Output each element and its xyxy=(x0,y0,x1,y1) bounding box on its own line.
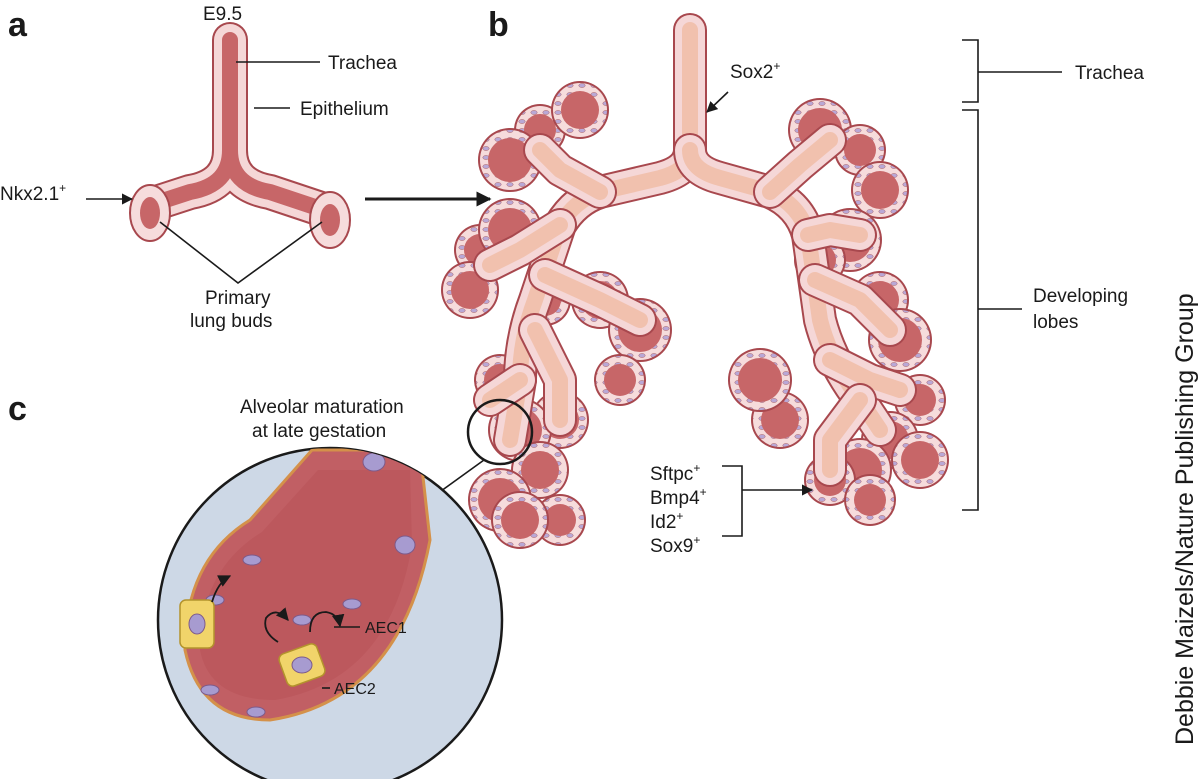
epithelium-label: Epithelium xyxy=(300,99,389,120)
primary-bud-tube xyxy=(129,22,351,249)
sox2-arrow xyxy=(706,91,729,113)
panel-letter-c: c xyxy=(8,390,27,428)
trachea-label-a: Trachea xyxy=(328,53,397,74)
marker-sox9: Sox9+ xyxy=(650,533,700,557)
distal-marker-list: Sftpc+ Bmp4+ Id2+ Sox9+ xyxy=(650,461,814,557)
lung-buds-label-line1: Primary xyxy=(205,288,271,309)
lung-buds-label-line2: lung buds xyxy=(190,311,272,332)
lung-buds-leader xyxy=(159,221,323,285)
lobes-label-line2: lobes xyxy=(1033,312,1078,333)
panel-letter-b: b xyxy=(488,6,509,44)
panel-a: a E9.5 Trachea Epithelium Nkx2.1+ Primar… xyxy=(0,4,397,332)
trachea-bracket xyxy=(962,39,979,103)
marker-id2: Id2+ xyxy=(650,509,683,533)
sox2-label: Sox2+ xyxy=(730,59,780,83)
magnifier-circle xyxy=(466,398,534,466)
aec1-label: AEC1 xyxy=(365,620,407,637)
alveolus-contents xyxy=(179,448,432,722)
aec2-label: AEC2 xyxy=(334,681,376,698)
panel-letter-a: a xyxy=(8,6,28,44)
trachea-label-b: Trachea xyxy=(1075,63,1144,84)
marker-bmp4: Bmp4+ xyxy=(650,485,707,509)
panel-b: b Sox2+ Trachea Developing lobes Sftpc+ … xyxy=(441,6,1144,557)
marker-sftpc: Sftpc+ xyxy=(650,461,700,485)
alveolar-title-line1: Alveolar maturation xyxy=(240,397,404,418)
stage-label: E9.5 xyxy=(203,4,242,25)
lobes-bracket xyxy=(962,109,979,511)
alveolar-title-line2: at late gestation xyxy=(252,421,386,442)
panel-c: c Alveolar maturation at late gestation xyxy=(8,390,534,779)
marker-bracket xyxy=(722,465,743,537)
image-credit: Debbie Maizels/Nature Publishing Group xyxy=(1171,293,1199,745)
lobes-label-line1: Developing xyxy=(1033,286,1128,307)
nkx21-label: Nkx2.1+ xyxy=(0,181,66,205)
branching-lung-tree xyxy=(441,13,949,549)
